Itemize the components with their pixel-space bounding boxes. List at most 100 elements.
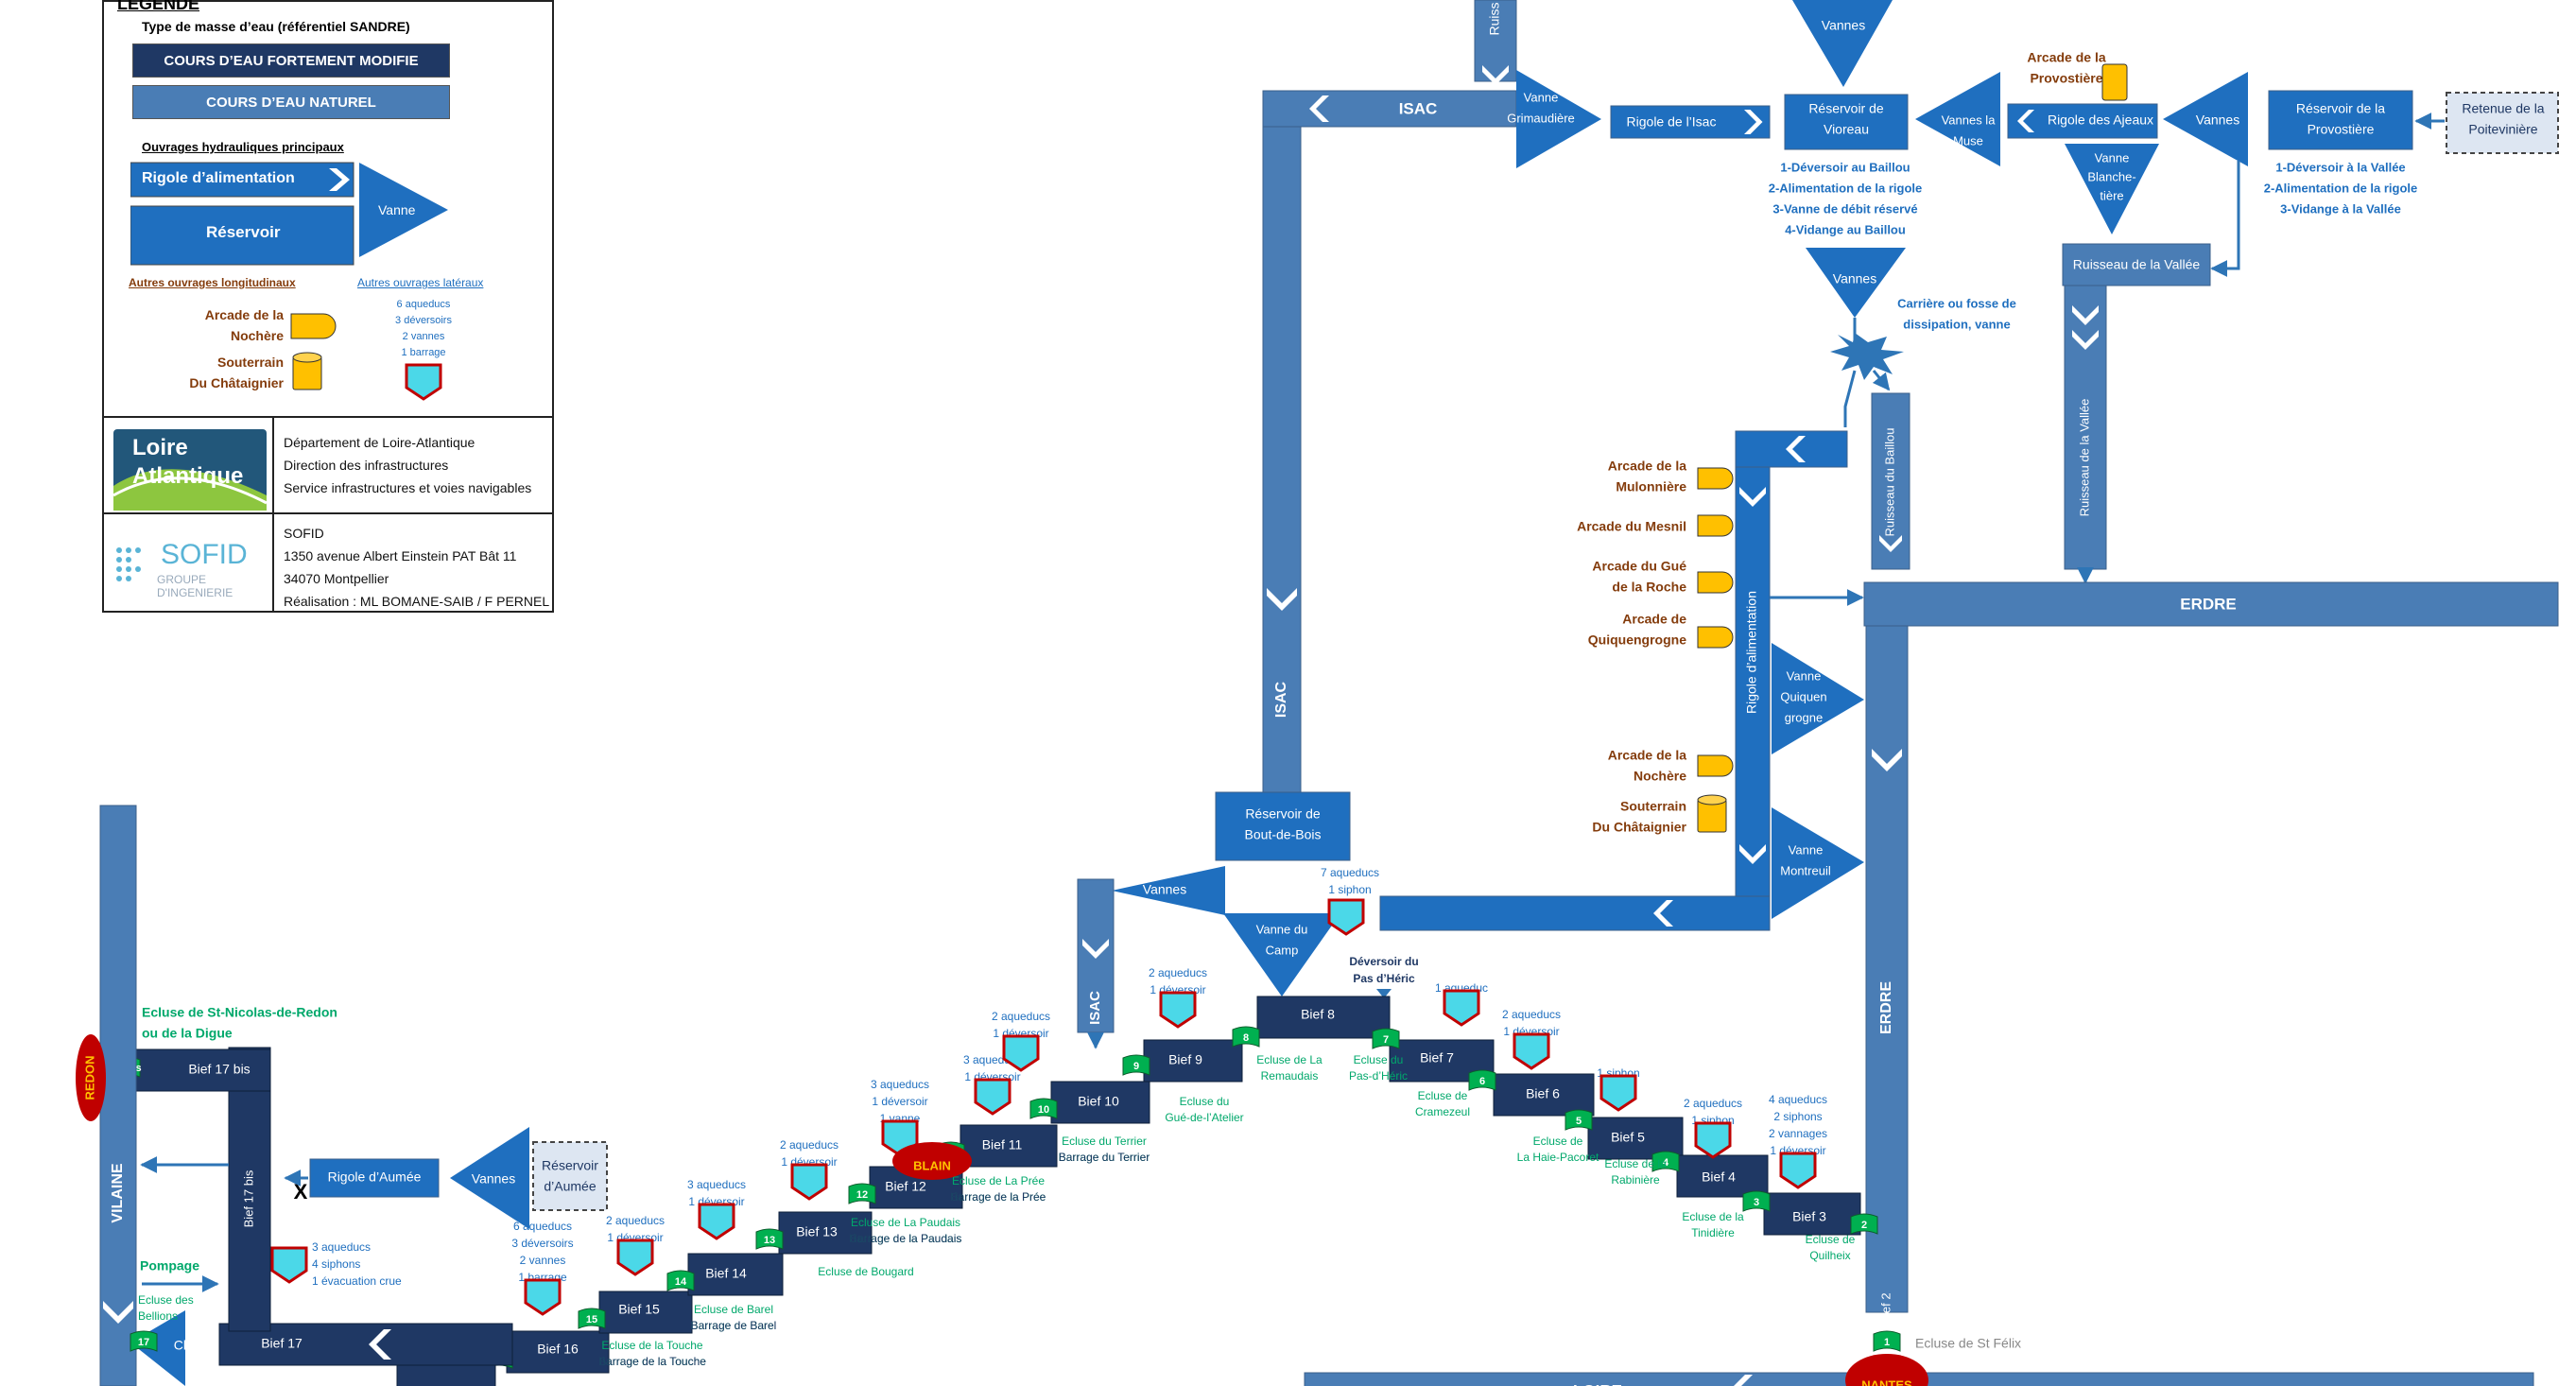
arcade-provostiere-icon bbox=[2101, 63, 2128, 101]
ecluse-label: Ecluse de Barel bbox=[694, 1303, 773, 1316]
lock-10 bbox=[1029, 1098, 1058, 1119]
flow-chevron-down-icon bbox=[1872, 749, 1902, 771]
lock-number: 10 bbox=[1038, 1104, 1049, 1116]
flow-chevron-left-icon bbox=[1786, 436, 1806, 462]
souterrain-chataignier-label: Du Châtaignier bbox=[1592, 820, 1686, 835]
ecluse-label: Pas-d’Héric bbox=[1349, 1069, 1408, 1083]
bief-label: Bief 4 bbox=[1702, 1169, 1736, 1185]
arcade-nochere-icon bbox=[1697, 754, 1734, 777]
vioreau-list: 1-Déversoir au Baillou bbox=[1780, 160, 1910, 174]
legend-autres-long: Autres ouvrages longitudinaux bbox=[129, 276, 296, 289]
aqueduct-icon bbox=[790, 1163, 828, 1201]
bief-label: Bief 5 bbox=[1611, 1130, 1645, 1145]
bief-17bis-label: Bief 17 bis bbox=[188, 1062, 250, 1077]
barrage-label: Barrage du Terrier bbox=[1059, 1151, 1150, 1164]
aqueduct-count: 2 aqueducs bbox=[1149, 966, 1207, 979]
bief-6 bbox=[1493, 1073, 1595, 1117]
arcade-quiquengrogne-label: Quiquengrogne bbox=[1588, 632, 1686, 648]
lock-7 bbox=[1372, 1028, 1400, 1049]
ecluse-label: Ecluse de bbox=[1533, 1135, 1583, 1148]
lock-15 bbox=[578, 1308, 606, 1329]
reservoir-aumee bbox=[532, 1141, 608, 1211]
aqueduct-icon bbox=[1002, 1034, 1040, 1072]
legend-natural: COURS D’EAU NATUREL bbox=[132, 85, 450, 119]
retenue-poiteviniere bbox=[2446, 92, 2559, 154]
flow-chevron-down-icon bbox=[1879, 535, 1902, 552]
arcade-mesnil-label: Arcade du Mesnil bbox=[1577, 519, 1686, 534]
aqueduct-icon bbox=[1159, 991, 1197, 1029]
rigole-isac-label: Rigole de l’Isac bbox=[1627, 114, 1717, 130]
ecluse-quilheix-label: Ecluse de bbox=[1806, 1233, 1856, 1246]
aqueduct-count: 2 aqueducs bbox=[1502, 1008, 1561, 1021]
reservoir-bout-de-bois-label: Bout-de-Bois bbox=[1245, 827, 1322, 842]
aqueduct-icon bbox=[698, 1203, 735, 1240]
aqueduct-count: 2 vannages bbox=[1769, 1127, 1827, 1140]
arcade-mulonniere-icon bbox=[1697, 467, 1734, 490]
provostiere-list: 3-Vidange à la Vallée bbox=[2280, 201, 2401, 216]
lock-number: 5 bbox=[1576, 1116, 1582, 1127]
flow-carriere-rigole bbox=[1843, 370, 1857, 427]
aqueduct-icon bbox=[524, 1278, 562, 1316]
legend-ouvrages-heading: Ouvrages hydrauliques principaux bbox=[142, 140, 344, 154]
aqueduct-count: 3 aqueducs bbox=[687, 1178, 746, 1191]
isac-mid-label: ISAC bbox=[1273, 681, 1289, 718]
bief-17-label: Bief 17 bbox=[261, 1336, 303, 1351]
bief-label: Bief 13 bbox=[796, 1224, 838, 1239]
aqueduct-icon bbox=[1513, 1032, 1550, 1070]
arcade-provostiere-label: Provostière bbox=[2030, 71, 2102, 86]
aqueduct-count: 2 vannes bbox=[520, 1254, 566, 1267]
vanne-blanchetiere-label: Vanne bbox=[2095, 150, 2130, 165]
isac-low-label: ISAC bbox=[1087, 991, 1103, 1025]
bief-16 bbox=[506, 1330, 610, 1374]
reservoir-bout-de-bois bbox=[1215, 791, 1351, 861]
bief-label: Bief 15 bbox=[618, 1302, 660, 1317]
ecluse-st-nicolas-label: ou de la Digue bbox=[142, 1026, 233, 1041]
retenue-poiteviniere-label: Retenue de la bbox=[2462, 101, 2544, 116]
vannes-muse bbox=[1915, 72, 2000, 166]
aq-camp-label: 7 aqueducs bbox=[1321, 866, 1379, 879]
barrage-label: Barrage de la Touche bbox=[598, 1355, 706, 1368]
aqueduct-icon bbox=[1779, 1152, 1817, 1189]
reservoir-vioreau-label: Réservoir de bbox=[1808, 101, 1884, 116]
souterrain-top bbox=[1697, 794, 1727, 806]
lock-number: 14 bbox=[675, 1276, 687, 1288]
flow-chevron-down-icon bbox=[2072, 305, 2099, 325]
vilaine-label: VILAINE bbox=[110, 1163, 126, 1222]
lock-1 bbox=[1873, 1330, 1901, 1352]
ecluse-label: La Haie-Pacoret bbox=[1517, 1151, 1599, 1164]
carriere-label: dissipation, vanne bbox=[1903, 317, 2010, 331]
retenue-poiteviniere-label: Poitevinière bbox=[2468, 122, 2537, 137]
provostiere-list: 1-Déversoir à la Vallée bbox=[2275, 160, 2405, 174]
erdre-top-channel bbox=[1863, 581, 2559, 627]
lock-2 bbox=[1850, 1213, 1878, 1235]
ruisseau-vallee-label: Ruisseau de la Vallée bbox=[2077, 399, 2091, 517]
vanne-quiquengrogne-label: grogne bbox=[1785, 710, 1823, 724]
aqueduct-count: 2 aqueducs bbox=[606, 1214, 665, 1227]
bief-label: Bief 3 bbox=[1792, 1209, 1826, 1224]
vanne-grimaudiere bbox=[1516, 70, 1601, 168]
vanne-grimaudiere-label: Vanne bbox=[1524, 90, 1559, 104]
city-blain bbox=[892, 1142, 972, 1180]
vanne-montreuil-label: Montreuil bbox=[1780, 863, 1831, 877]
vannes-aumee bbox=[450, 1127, 529, 1229]
ecluse-label: Tinidière bbox=[1691, 1226, 1735, 1239]
bief-4 bbox=[1676, 1154, 1769, 1198]
vioreau-list: 3-Vanne de débit réservé bbox=[1772, 201, 1917, 216]
ruisseau-baillou-channel bbox=[1871, 392, 1910, 570]
deversoir-arrow-icon bbox=[1376, 989, 1392, 998]
lock-5 bbox=[1565, 1109, 1593, 1131]
lock-number: 6 bbox=[1479, 1076, 1485, 1087]
closed-x-mark: X bbox=[294, 1180, 308, 1204]
aqueduct-count: 2 siphons bbox=[1773, 1110, 1822, 1123]
arcade-mulonniere-label: Mulonnière bbox=[1616, 479, 1686, 494]
lock-12 bbox=[848, 1183, 876, 1204]
arcade-gue-label: Arcade du Gué bbox=[1592, 559, 1686, 574]
legend-arcade-icons bbox=[290, 313, 337, 390]
lock-13 bbox=[755, 1228, 784, 1250]
ecluse-label: Ecluse de bbox=[1418, 1089, 1468, 1102]
ecluse-label: Rabinière bbox=[1611, 1173, 1660, 1187]
clapet-label: Clapet bbox=[174, 1338, 213, 1353]
ruisseau-top-channel bbox=[1474, 0, 1517, 82]
rigole-ajeaux-label: Rigole des Ajeaux bbox=[2048, 113, 2153, 128]
